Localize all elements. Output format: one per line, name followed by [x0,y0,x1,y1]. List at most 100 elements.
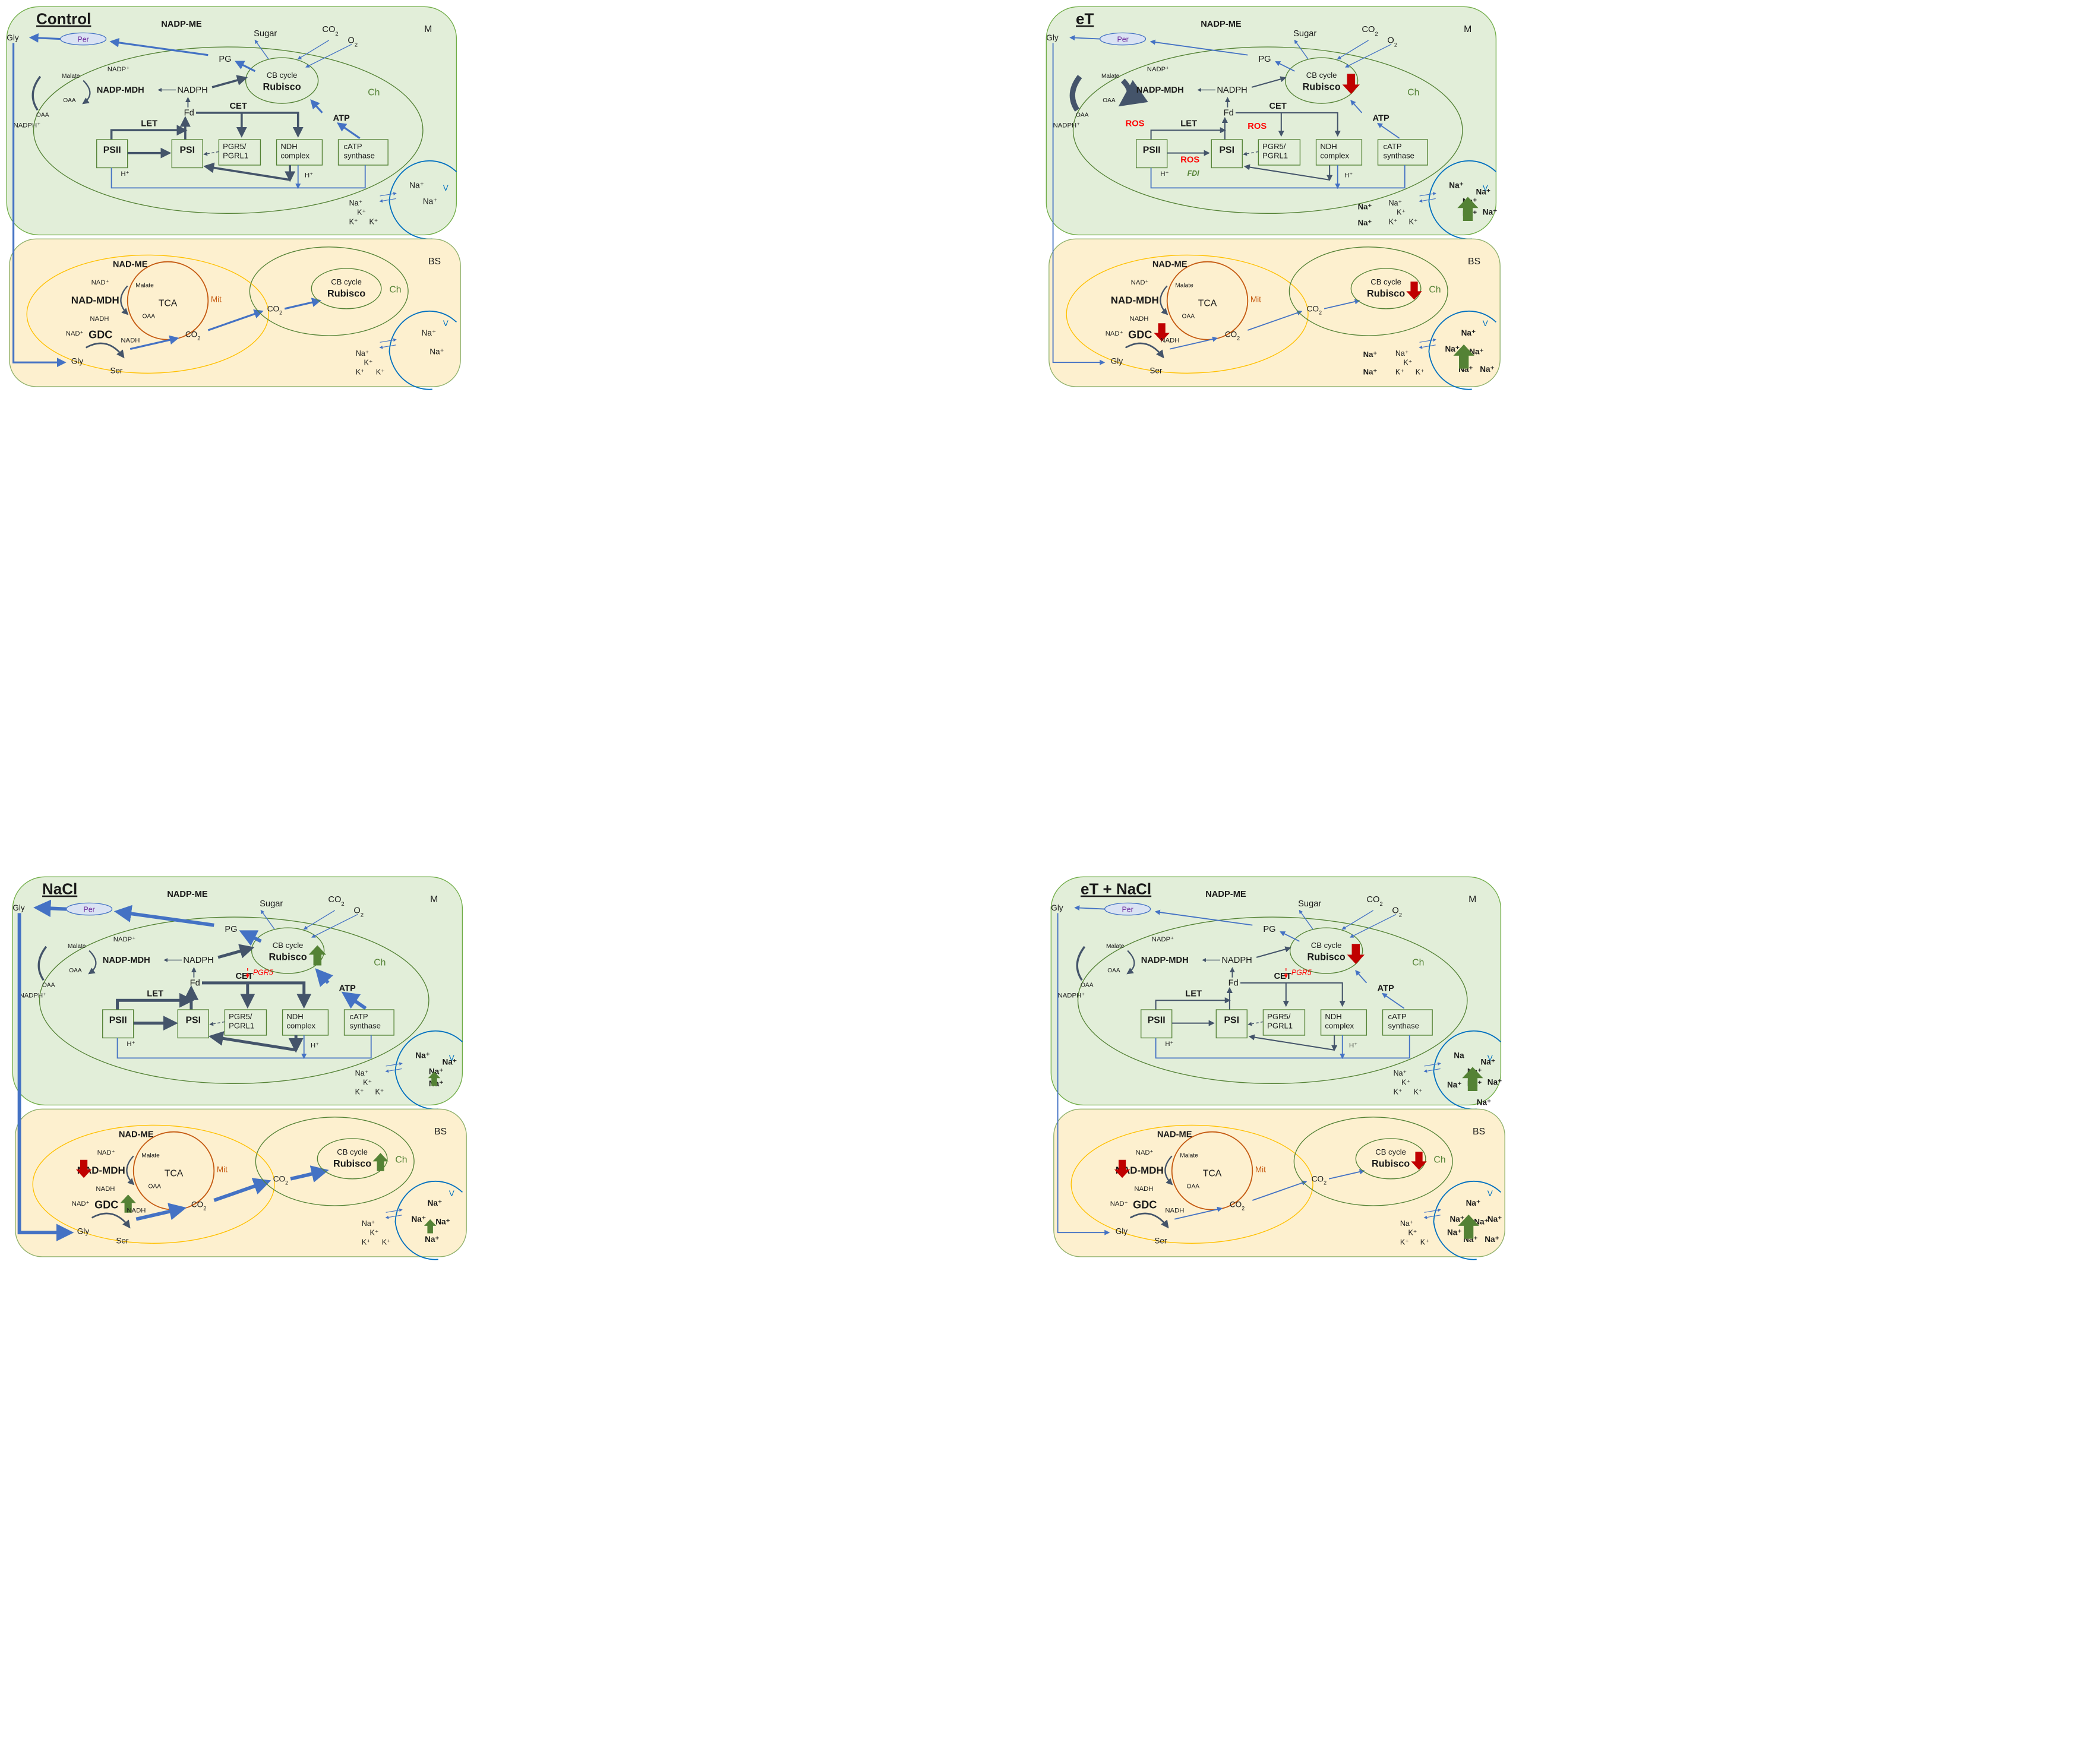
oaa-label: OAA [149,1184,162,1190]
bs-cb-cycle-label: CB cycle [331,277,362,286]
rubisco-label: Rubisco [1303,81,1341,92]
h-plus-label-2: H⁺ [305,172,313,179]
h-plus-label: H⁺ [1160,170,1168,178]
o2-to-cb-arrow [1345,43,1392,68]
ion-import-arrow [386,1062,403,1067]
atp-label: ATP [333,113,349,123]
cytosol-ion-label: K⁺ [1409,217,1418,226]
cb-to-sugar-arrow [1299,909,1313,930]
cytosol-ion-label: K⁺ [1401,1079,1410,1087]
oaa-label-2: OAA [42,982,55,989]
ndh-box [1315,139,1363,166]
cb-cycle-label: CB cycle [273,941,304,950]
rubisco-label: Rubisco [263,81,301,92]
bs-vacuole-sodium-label: Na⁺ [1445,344,1460,353]
bs-rubisco-change-arrow [372,1153,389,1171]
h-plus-label-2: H⁺ [1349,1042,1357,1049]
vacuole-sodium-label: Na⁺ [1447,1080,1461,1089]
malate-oaa-shuttle [1069,75,1082,112]
bs-chloroplast-label: Ch [389,285,401,295]
nadp-mdh-arc [82,80,91,105]
glycine-label: Gly [1046,33,1059,42]
bs-vacuole-sodium-label: Na⁺ [422,328,436,337]
bs-cytosol-ion-label: Na⁺ [356,349,369,358]
nad-mdh-change-arrow [1114,1159,1130,1178]
pg-label: PG [219,55,231,64]
bs-ion-export-arrow [385,1215,402,1219]
bs-cb-cycle-label: CB cycle [1375,1147,1406,1156]
psii-box [1136,139,1168,169]
mesophyll-cell [1050,876,1502,1106]
cet-ndh-path [201,981,312,1009]
atp-label: ATP [339,984,355,993]
ion-export-arrow [1419,198,1436,203]
nad-plus-label: NAD⁺ [91,279,109,286]
mesophyll-vacuole [1428,160,1497,240]
nad-plus-label: NAD⁺ [1131,279,1149,286]
mitochondrion-outer [32,1124,275,1244]
rubisco-change-arrow [1342,74,1360,94]
pg-to-per-arrow [113,905,214,927]
h-plus-label: H⁺ [1165,1041,1173,1048]
vacuole-label: V [1483,184,1488,192]
vacuole-label: V [449,1054,454,1063]
glycine-label: Gly [1116,1226,1128,1235]
mitochondrion-label: Mit [1250,295,1261,304]
sugar-label: Sugar [1293,29,1316,39]
co2-to-cb-arrow [1341,910,1374,930]
bs-rubisco-label: Rubisco [333,1158,371,1169]
cet-label: CET [1274,972,1291,981]
proton-path [1150,165,1406,189]
mesophyll-chloroplast [39,916,429,1085]
let-path [1150,127,1226,140]
cb-to-sugar-arrow [1294,39,1309,59]
h-plus-label: H⁺ [127,1041,135,1048]
bundle-sheath-label: BS [1468,257,1480,267]
mesophyll-label: M [430,894,438,905]
ndh-label-line2: complex [286,1022,315,1030]
mesophyll-vacuole [1433,1030,1502,1110]
vacuole-sodium-label: Na⁺ [1449,181,1463,189]
bs-chloroplast-label: Ch [395,1155,407,1165]
o2-label: O2 [353,906,364,918]
pgr5-to-psi-arrow [1248,1021,1264,1026]
bs-cytosol-ion-label: K⁺ [356,368,365,377]
co2-to-bs-chloroplast-arrow [213,1178,271,1202]
cytosol-ion-label: Na⁺ [1389,199,1402,207]
nadph-label: NADPH [177,86,207,95]
gdc-arc [1125,342,1164,359]
nad-plus-label: NAD⁺ [1136,1149,1154,1156]
catp-label-line2: synthase [1384,151,1414,160]
panel-title: eT [1076,10,1094,28]
pgr5-box [224,1009,267,1036]
oaa-label: OAA [63,97,76,104]
gdc-label: GDC [1128,329,1152,341]
bs-ion-import-arrow [1419,338,1436,343]
mesophyll-chloroplast [1072,46,1463,214]
bundle-sheath-label: BS [428,257,441,267]
nadp-plus-label: NADP⁺ [108,66,130,73]
serine-label: Ser [116,1236,129,1245]
nadp-mdh-arc [88,950,97,975]
catp-label-line2: synthase [1388,1022,1419,1030]
let-label: LET [141,119,157,128]
nad-me-label: NAD-ME [1157,1130,1192,1140]
malate-label: Malate [1101,73,1120,80]
co2-to-cb-arrow [297,40,330,60]
pgr5-box [1262,1009,1306,1036]
bs-rubisco-change-arrow [1411,1152,1427,1170]
vacuole-sodium-label: Na⁺ [1488,1078,1502,1087]
bs-cytosol-ion-label: K⁺ [1403,359,1412,367]
cet-label: CET [229,102,247,111]
cytosol-ion-label: K⁺ [1389,217,1398,226]
catp-label-line1: cATP [344,142,362,151]
cb-to-pg-arrow [239,930,262,946]
co2-to-bs-chloroplast-arrow [1252,1180,1308,1201]
fd-label: Fd [184,108,194,118]
bs-cytosol-ion-label: K⁺ [1395,368,1404,377]
bs-vacuole-sodium-label: Na⁺ [1461,328,1476,337]
nadh-label-2: NADH [121,337,140,344]
chloroplast-label: Ch [1412,957,1424,968]
nad-mdh-label: NAD-MDH [71,295,119,306]
